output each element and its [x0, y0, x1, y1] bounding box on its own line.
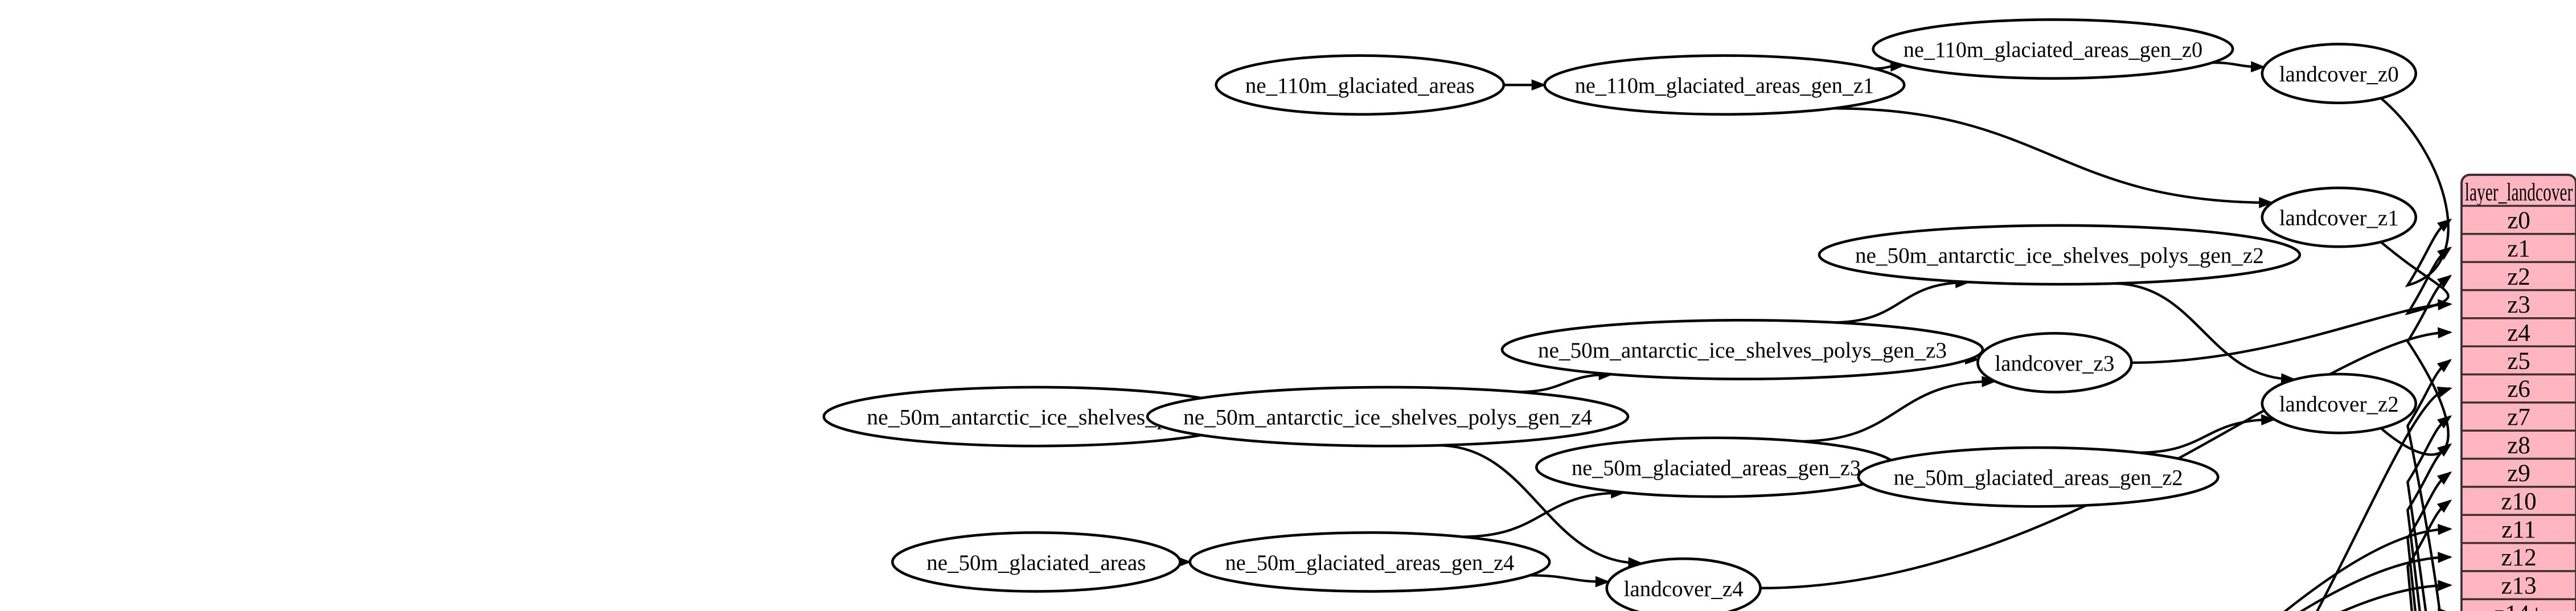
edge-landcover_z2-to-z2	[2380, 275, 2451, 456]
edge-arrowhead	[2438, 523, 2452, 535]
table-row-z14+[interactable]	[2460, 598, 2576, 611]
table-row-z8[interactable]	[2460, 429, 2576, 460]
node-shape[interactable]	[1188, 531, 1551, 593]
node-shape[interactable]	[1535, 436, 1898, 498]
table-row-z10[interactable]	[2460, 486, 2576, 516]
edge-arrowhead	[2259, 196, 2274, 208]
nodes-layer: imposm3osm_landcover_polygonsimplify_vw_…	[822, 18, 2417, 611]
edge-ne_50m_glaciated_areas_gen_z3-to-landcover_z3	[1800, 380, 1994, 443]
edge-osm_landcover_gen_z7-to-z7	[2406, 415, 2451, 611]
table-row-z7[interactable]	[2460, 401, 2576, 432]
layer-landcover-table[interactable]: layer_landcoverz0z1z2z3z4z5z6z7z8z9z10z1…	[2460, 173, 2576, 611]
edge-ne_50m_antarctic_ice_shelves_polys_gen_z3-to-ne_50m_antarctic_ice_shelves_polys_gen_z2	[1833, 281, 1968, 324]
table-row-z5[interactable]	[2460, 345, 2576, 376]
edge-ne_50m_glaciated_areas_gen_z4-to-ne_50m_glaciated_areas_gen_z3	[1462, 491, 1623, 538]
edge-osm_landcover_gen_z9-to-z9	[2406, 471, 2451, 611]
edge-arrowhead	[2436, 218, 2452, 232]
graph-node-ne_50m_antarctic_ice_shelves_polys_gen_z3[interactable]: ne_50m_antarctic_ice_shelves_polys_gen_z…	[1500, 319, 1984, 380]
edge-osm_landcover_gen_z13-to-z13	[2340, 584, 2450, 611]
node-shape[interactable]	[2261, 372, 2417, 434]
table-row-z2[interactable]	[2460, 261, 2576, 292]
edge-ne_50m_antarctic_ice_shelves_polys_gen_z4-to-ne_50m_antarctic_ice_shelves_polys_gen_z3	[1518, 373, 1611, 393]
edge-landcover_z6-to-z6	[2316, 387, 2451, 611]
node-shape[interactable]	[1872, 18, 2234, 80]
table-row-z11[interactable]	[2460, 514, 2576, 544]
node-shape[interactable]	[1605, 557, 1762, 611]
node-shape[interactable]	[1976, 331, 2133, 393]
node-shape[interactable]	[891, 531, 1182, 593]
edge-arrowhead	[1595, 576, 1610, 588]
edge-ne_50m_antarctic_ice_shelves_polys_gen_z2-to-landcover_z2	[2113, 282, 2294, 381]
edge-landcover_z3-to-z3	[2131, 303, 2450, 364]
node-shape[interactable]	[2261, 186, 2417, 248]
edge-arrowhead	[2438, 327, 2452, 339]
node-shape[interactable]	[1500, 319, 1984, 380]
graph-node-landcover_z4[interactable]: landcover_z4	[1605, 557, 1762, 611]
graph-node-ne_50m_glaciated_areas_gen_z2[interactable]: ne_50m_glaciated_areas_gen_z2	[1857, 446, 2220, 508]
edge-arrowhead	[1531, 79, 1547, 91]
graph-node-ne_50m_glaciated_areas[interactable]: ne_50m_glaciated_areas	[891, 531, 1182, 593]
graph-node-ne_110m_glaciated_areas_gen_z1[interactable]: ne_110m_glaciated_areas_gen_z1	[1543, 54, 1906, 116]
edge-arrowhead	[2438, 299, 2452, 310]
table-row-z9[interactable]	[2460, 457, 2576, 488]
graph-node-ne_110m_glaciated_areas[interactable]: ne_110m_glaciated_areas	[1215, 54, 1506, 116]
edge-arrowhead	[2261, 414, 2276, 426]
node-shape[interactable]	[1857, 446, 2220, 508]
table-row-z3[interactable]	[2460, 289, 2576, 319]
edge-arrowhead	[2438, 580, 2452, 592]
edge-osm_landcover_gen_z10-to-z10	[2406, 499, 2451, 611]
graph-node-landcover_z1[interactable]: landcover_z1	[2261, 186, 2417, 248]
edge-osm_landcover_gen_z8-to-z8	[2406, 444, 2451, 611]
edge-landcover_z5-to-z5	[2406, 359, 2451, 611]
edge-osm_landcover_gen_z11-to-z11	[2283, 527, 2450, 611]
node-shape[interactable]	[1146, 386, 1630, 448]
node-shape[interactable]	[2261, 43, 2417, 105]
table-row-z0[interactable]	[2460, 204, 2576, 235]
edge-arrowhead	[2436, 247, 2452, 260]
table-row-z6[interactable]	[2460, 373, 2576, 404]
edge-ne_50m_glaciated_areas_gen_z2-to-landcover_z2	[2138, 418, 2274, 454]
graph-node-landcover_z3[interactable]: landcover_z3	[1976, 331, 2133, 393]
edge-arrowhead	[2436, 471, 2452, 485]
edge-arrowhead	[2250, 61, 2266, 73]
graph-node-landcover_z0[interactable]: landcover_z0	[2261, 43, 2417, 105]
edges-layer	[1146, 60, 2452, 611]
table-row-z12[interactable]	[2460, 542, 2576, 572]
table-row-z1[interactable]	[2460, 233, 2576, 263]
node-shape[interactable]	[1818, 224, 2302, 286]
edge-arrowhead	[1982, 376, 1996, 387]
edge-arrowhead	[2436, 359, 2452, 372]
edge-landcover_z0-to-z0	[2380, 97, 2451, 288]
graph-node-ne_50m_antarctic_ice_shelves_polys_gen_z4[interactable]: ne_50m_antarctic_ice_shelves_polys_gen_z…	[1146, 386, 1630, 448]
graph-node-ne_50m_glaciated_areas_gen_z3[interactable]: ne_50m_glaciated_areas_gen_z3	[1535, 436, 1898, 498]
graph-node-ne_50m_antarctic_ice_shelves_polys_gen_z2[interactable]: ne_50m_antarctic_ice_shelves_polys_gen_z…	[1818, 224, 2302, 286]
node-shape[interactable]	[1215, 54, 1506, 116]
edge-ne_50m_antarctic_ice_shelves_polys_gen_z4-to-landcover_z4	[1437, 444, 1641, 565]
graph-node-ne_110m_glaciated_areas_gen_z0[interactable]: ne_110m_glaciated_areas_gen_z0	[1872, 18, 2234, 80]
edge-arrowhead	[2438, 552, 2452, 563]
edge-arrowhead	[2436, 386, 2452, 397]
graph-node-landcover_z2[interactable]: landcover_z2	[2261, 372, 2417, 434]
edge-arrowhead	[2436, 274, 2452, 288]
table-row-z4[interactable]	[2460, 317, 2576, 347]
node-shape[interactable]	[1543, 54, 1906, 116]
edge-arrowhead	[2436, 499, 2452, 513]
graph-node-ne_50m_glaciated_areas_gen_z4[interactable]: ne_50m_glaciated_areas_gen_z4	[1188, 531, 1551, 593]
table-row-z13[interactable]	[2460, 570, 2576, 601]
edge-ne_110m_glaciated_areas_gen_z1-to-landcover_z1	[1833, 107, 2271, 204]
